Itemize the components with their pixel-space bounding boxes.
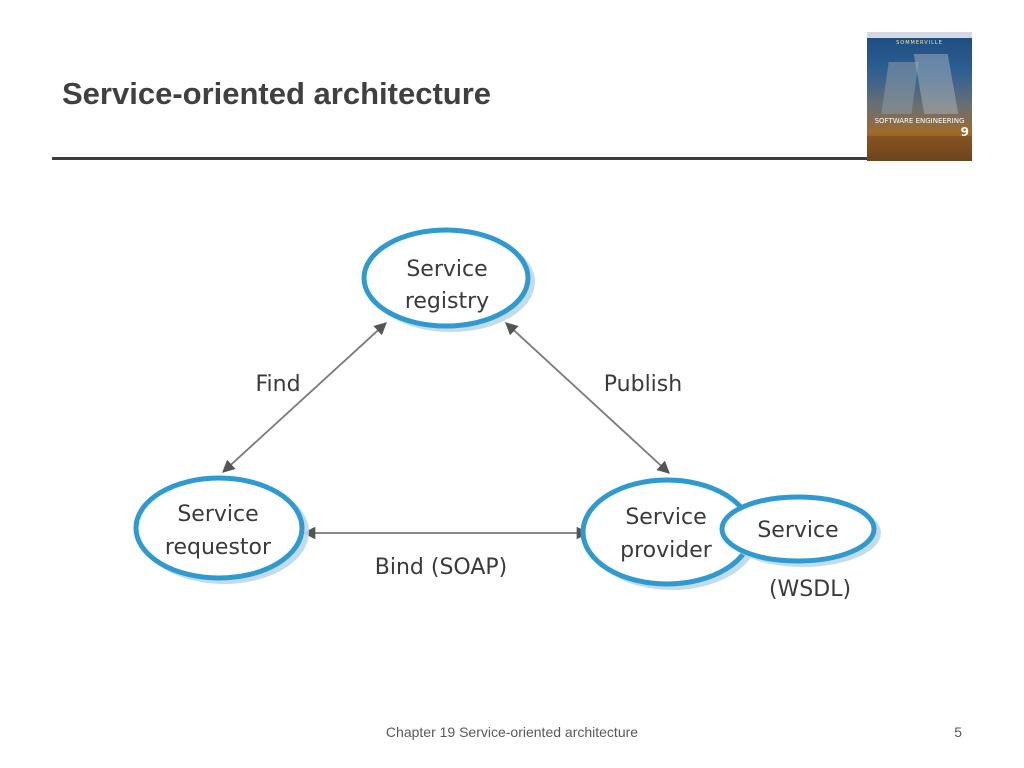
- slide-title: Service-oriented architecture: [62, 76, 492, 111]
- requestor-label-line1: Service: [177, 502, 258, 527]
- provider-label-line1: Service: [625, 505, 706, 530]
- cover-top-band: [867, 32, 972, 38]
- cover-author: SOMMERVILLE: [896, 40, 943, 46]
- service-label: Service: [757, 518, 838, 543]
- publish-label: Publish: [604, 372, 682, 397]
- cover-edition: 9: [960, 125, 969, 139]
- title-divider: [52, 157, 867, 160]
- wsdl-label: (WSDL): [769, 577, 851, 602]
- page-number: 5: [954, 724, 962, 740]
- find-label: Find: [255, 372, 300, 397]
- cover-subject: SOFTWARE ENGINEERING: [874, 117, 965, 125]
- provider-label-line2: provider: [620, 538, 713, 563]
- service-registry-node: Service registry: [361, 227, 535, 332]
- requestor-label-line2: requestor: [165, 535, 272, 560]
- book-cover-image: SOMMERVILLE SOFTWARE ENGINEERING 9: [867, 32, 972, 161]
- slide-footer: Chapter 19 Service-oriented architecture: [385, 724, 639, 740]
- registry-label-line2: registry: [405, 289, 489, 314]
- cover-ground-shape: [867, 136, 972, 161]
- service-description-node: Service: [719, 494, 881, 567]
- registry-label-line1: Service: [406, 257, 487, 282]
- publish-arrow: [505, 322, 670, 474]
- find-arrow: [222, 322, 387, 473]
- bind-label: Bind (SOAP): [375, 555, 507, 580]
- service-requestor-node: Service requestor: [133, 475, 309, 584]
